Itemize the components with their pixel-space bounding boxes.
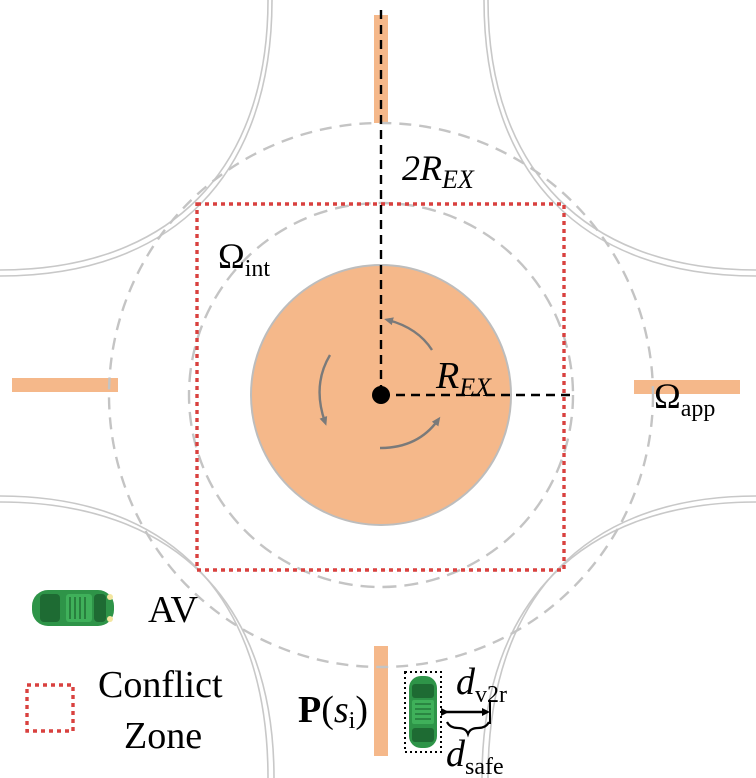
d-safe-label: dsafe — [446, 733, 504, 778]
legend-conflict-zone-icon — [25, 683, 75, 733]
circulation-arrows — [318, 317, 441, 450]
lane-divider-east — [634, 380, 740, 394]
arrow-bottom-right — [379, 416, 441, 450]
approach-label: Ωapp — [654, 376, 715, 422]
legend-conflict-zone-line2: Zone — [124, 715, 202, 757]
arrow-left — [318, 354, 332, 426]
d-safe-brace — [446, 721, 490, 738]
position-label: P(si) — [298, 689, 368, 734]
road-edge-bottom-right — [487, 495, 756, 778]
d-v2r-label: dv2r — [456, 661, 507, 708]
legend-av-label: AV — [148, 589, 199, 631]
lane-divider-west — [12, 378, 118, 392]
outer-radius-label: 2REX — [402, 148, 475, 194]
legend-conflict-zone-line1: Conflict — [98, 664, 223, 706]
lane-divider-north — [374, 15, 388, 123]
av-vehicle — [404, 671, 442, 753]
radius-label: REX — [435, 355, 492, 402]
road-edge-top-left — [0, 0, 269, 271]
arrow-top — [384, 317, 434, 351]
legend-av-icon — [32, 590, 114, 626]
lane-dividers — [12, 15, 740, 756]
lane-divider-south — [374, 646, 388, 756]
intersection-label: Ωint — [218, 236, 270, 282]
center-point — [372, 386, 390, 404]
road-edge-top-right — [487, 0, 756, 271]
conflict-zone — [195, 202, 566, 572]
